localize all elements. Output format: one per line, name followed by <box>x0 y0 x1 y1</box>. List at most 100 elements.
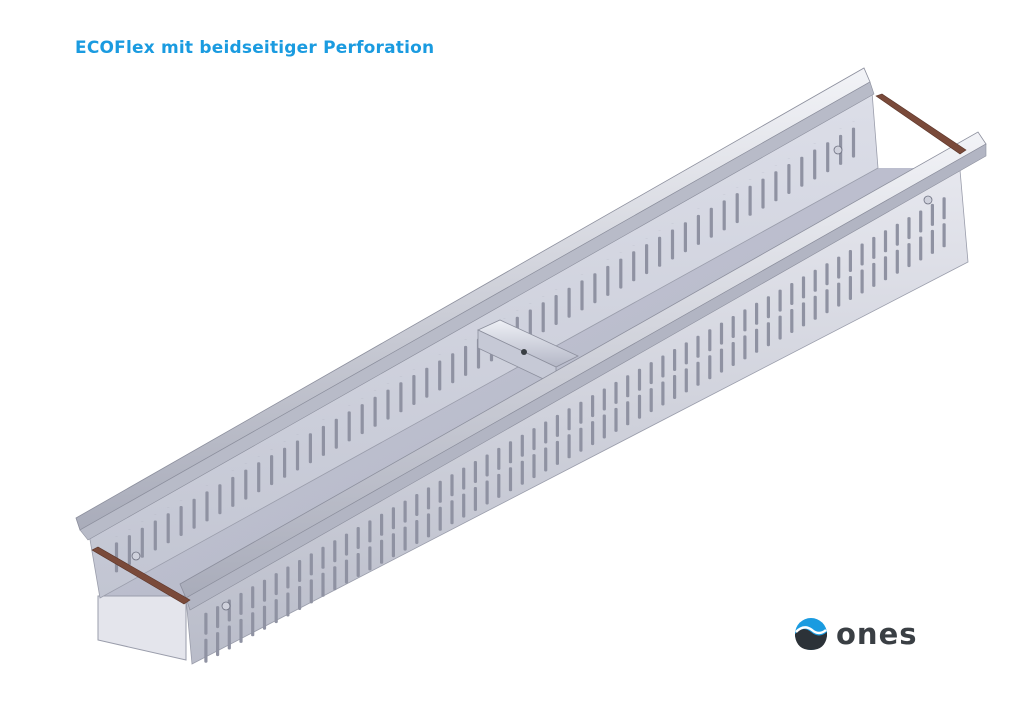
perforation-slot <box>800 156 804 187</box>
perforation-slot <box>368 520 372 543</box>
perforation-slot <box>426 513 431 538</box>
perforation-slot <box>719 348 724 373</box>
perforation-slot <box>761 178 765 209</box>
perforation-slot <box>360 404 364 435</box>
perforation-slot <box>860 269 864 294</box>
perforation-slot <box>848 276 852 300</box>
wall-screw <box>221 601 231 611</box>
strap-back-end <box>875 93 967 155</box>
perforation-slot <box>872 236 876 259</box>
perforation-slot <box>602 414 606 439</box>
perforation-slot <box>661 355 665 378</box>
perforation-slot <box>344 559 349 584</box>
perforation-slot <box>520 460 524 485</box>
perforation-slot <box>403 500 407 523</box>
perforation-slot <box>731 342 735 366</box>
perforation-slot <box>930 203 934 226</box>
perforation-slot <box>179 506 183 536</box>
perforation-slot <box>415 494 419 516</box>
perforation-slot <box>895 249 899 274</box>
perforation-slot <box>239 618 243 643</box>
perforation-slot <box>673 349 677 371</box>
back-wall-perforation <box>114 121 856 573</box>
perforation-slot <box>719 322 724 345</box>
perforation-slot <box>309 579 313 604</box>
perforation-slot <box>813 295 817 320</box>
perforation-slot <box>637 368 642 391</box>
perforation-slot <box>153 520 157 551</box>
perforation-slot <box>555 440 559 465</box>
perforation-slot <box>391 533 395 558</box>
perforation-slot <box>696 335 700 358</box>
perforation-slot <box>544 447 548 472</box>
perforation-slot <box>262 579 267 602</box>
perforation-slot <box>425 367 429 398</box>
perforation-slot <box>632 251 636 282</box>
perforation-slot <box>555 414 559 437</box>
channel-end-face <box>97 595 187 661</box>
perforation-slot <box>606 265 610 296</box>
perforation-slot <box>684 342 688 365</box>
perforation-slot <box>825 263 829 286</box>
perforation-slot <box>508 467 513 492</box>
perforation-slot <box>942 197 946 220</box>
perforation-slot <box>708 329 712 352</box>
perforation-slot <box>403 526 407 551</box>
perforation-slot <box>722 200 726 231</box>
perforation-slot <box>684 368 688 393</box>
perforation-slot <box>334 418 338 449</box>
perforation-slot <box>755 328 759 353</box>
perforation-slot <box>860 243 864 266</box>
perforation-slot <box>670 229 675 260</box>
perforation-slot <box>485 454 489 477</box>
back-top-lip-edge <box>79 81 875 541</box>
perforation-slot <box>333 566 337 591</box>
perforation-slot <box>286 566 290 589</box>
perforation-slot <box>766 296 770 319</box>
perforation-slot <box>919 210 923 233</box>
perforation-slot <box>708 355 712 380</box>
perforation-slot <box>216 632 220 657</box>
perforation-slot <box>227 625 231 650</box>
perforation-slot <box>735 193 739 224</box>
perforation-slot <box>626 375 630 398</box>
perforation-slot <box>661 381 665 406</box>
perforation-slot <box>520 434 524 457</box>
perforation-slot <box>257 462 261 493</box>
perforation-slot <box>801 276 806 299</box>
perforation-slot <box>826 142 830 173</box>
perforation-slot <box>356 527 360 549</box>
perforation-slot <box>451 353 455 384</box>
perforation-slot <box>298 560 302 582</box>
perforation-slot <box>127 535 131 566</box>
perforation-slot <box>696 361 700 386</box>
perforation-slot <box>308 433 312 464</box>
perforation-slot <box>309 553 313 576</box>
perforation-slot <box>743 335 747 360</box>
front-top-lip-edge <box>185 143 987 611</box>
perforation-slot <box>907 217 911 240</box>
perforation-slot <box>696 214 700 245</box>
perforation-slot <box>140 527 144 558</box>
perforation-slot <box>380 513 384 536</box>
perforation-slot <box>748 185 752 216</box>
perforation-slot <box>438 506 442 531</box>
perforation-slot <box>591 395 595 418</box>
perforation-slot <box>567 287 571 318</box>
perforation-slot <box>438 360 442 391</box>
perforation-slot <box>683 222 687 253</box>
perforation-slot <box>438 480 442 503</box>
perforation-slot <box>368 546 372 571</box>
perforation-slot <box>541 302 545 333</box>
perforation-slot <box>192 498 196 529</box>
perforation-slot <box>251 612 255 637</box>
ones-logo-text: ones <box>836 617 918 651</box>
perforation-slot <box>778 289 782 312</box>
perforation-slot <box>883 230 888 253</box>
perforation-slot <box>755 302 759 325</box>
perforation-slot <box>204 612 208 635</box>
perforation-slot <box>626 401 630 426</box>
perforation-slot <box>347 411 351 442</box>
front-top-lip <box>179 131 987 599</box>
